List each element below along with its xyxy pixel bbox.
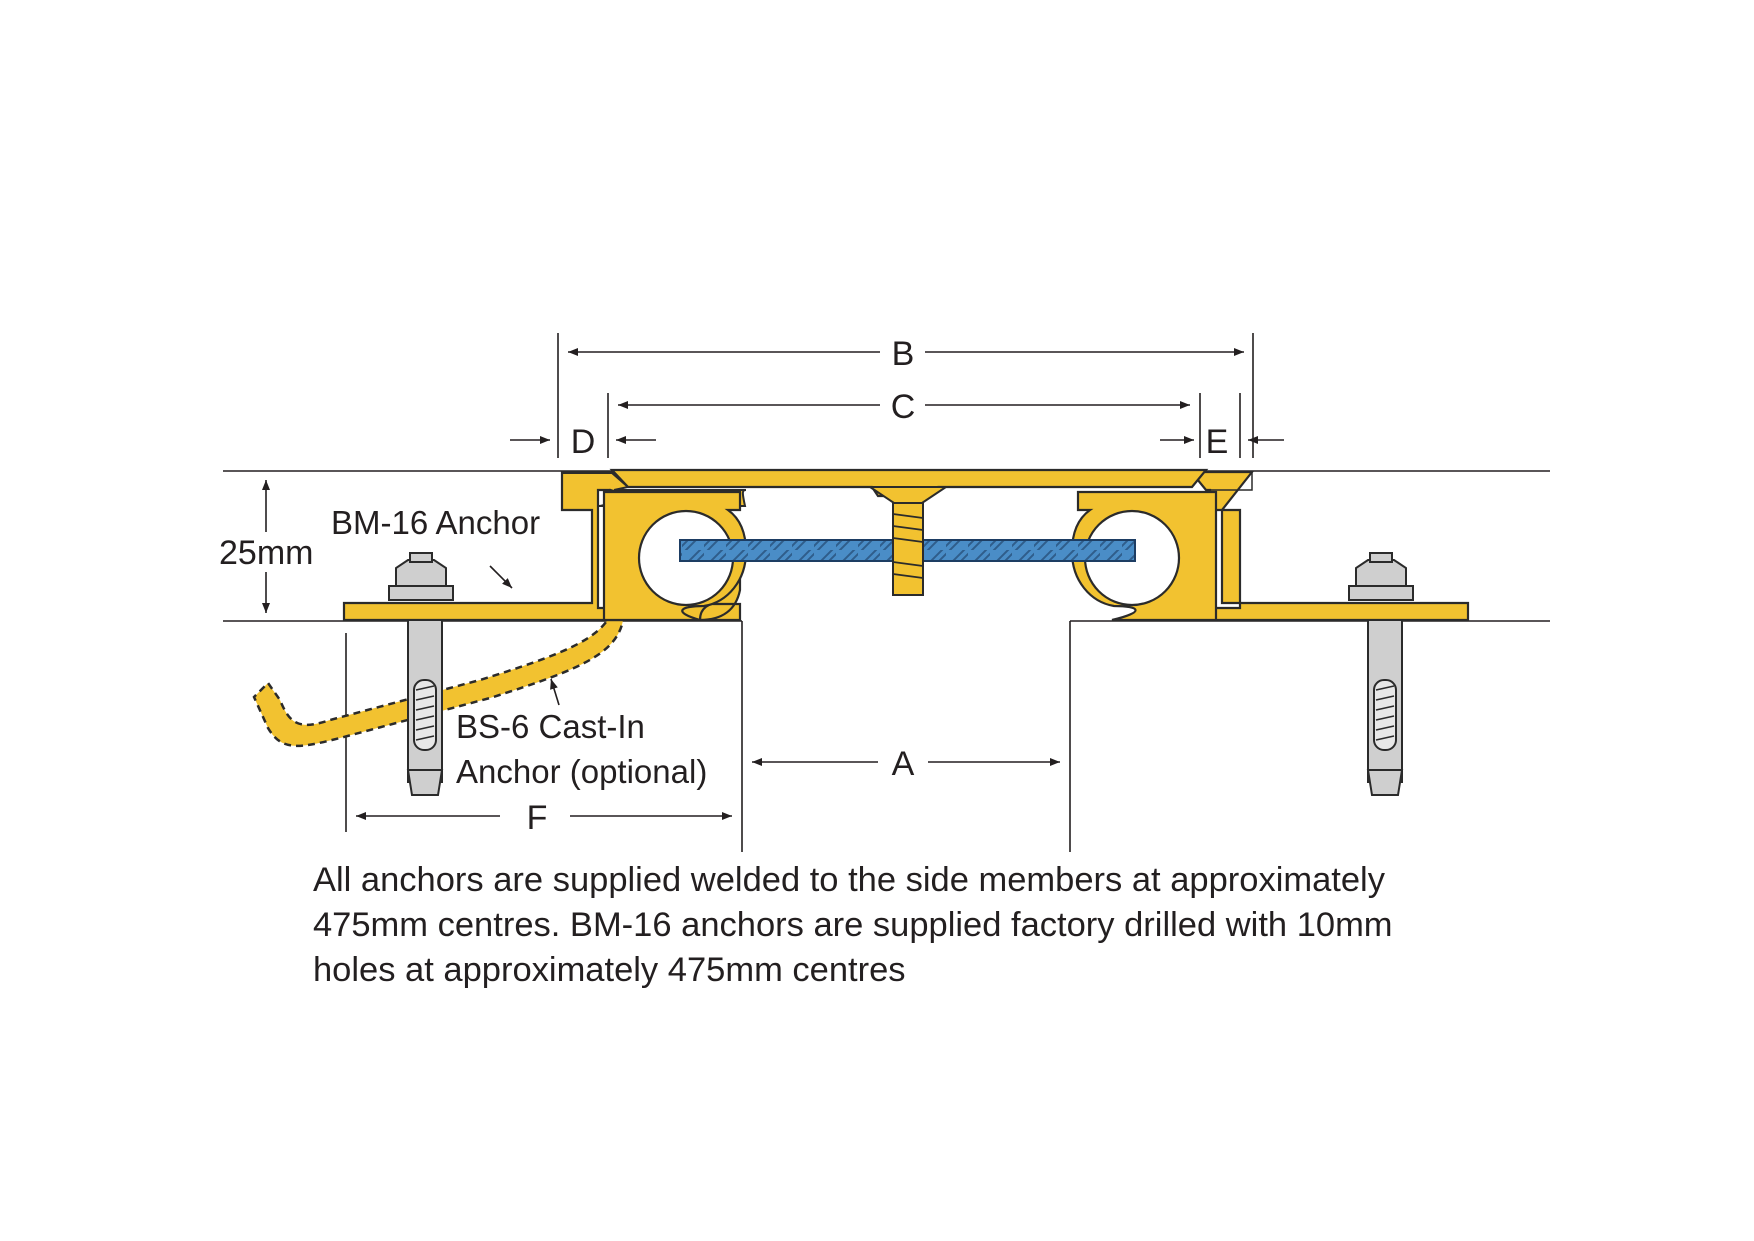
caption-line-1: All anchors are supplied welded to the s… bbox=[313, 861, 1385, 899]
right-side-member bbox=[1195, 470, 1470, 622]
caption-line-2: 475mm centres. BM-16 anchors are supplie… bbox=[313, 906, 1393, 944]
dim-label-b: B bbox=[892, 335, 915, 373]
dim-label-d: D bbox=[571, 423, 596, 461]
caption-line-3: holes at approximately 475mm centres bbox=[313, 951, 906, 989]
dim-label-a: A bbox=[892, 745, 915, 783]
caption: All anchors are supplied welded to the s… bbox=[313, 858, 1513, 993]
height-label: 25mm bbox=[219, 534, 313, 572]
cast-in-anchor-shape bbox=[252, 610, 626, 747]
bs6-anchor-label-line1: BS-6 Cast-In bbox=[456, 708, 645, 745]
bs6-anchor-label-line2: Anchor (optional) bbox=[456, 753, 707, 790]
right-bolt-anchor bbox=[1348, 552, 1414, 796]
bm16-anchor-label: BM-16 Anchor bbox=[331, 504, 540, 541]
dim-label-e: E bbox=[1206, 423, 1229, 461]
left-bolt-anchor bbox=[388, 552, 454, 796]
center-screw bbox=[866, 486, 950, 596]
dim-label-c: C bbox=[891, 388, 916, 426]
dim-label-f: F bbox=[527, 799, 548, 837]
dimension-lines bbox=[262, 333, 1284, 820]
